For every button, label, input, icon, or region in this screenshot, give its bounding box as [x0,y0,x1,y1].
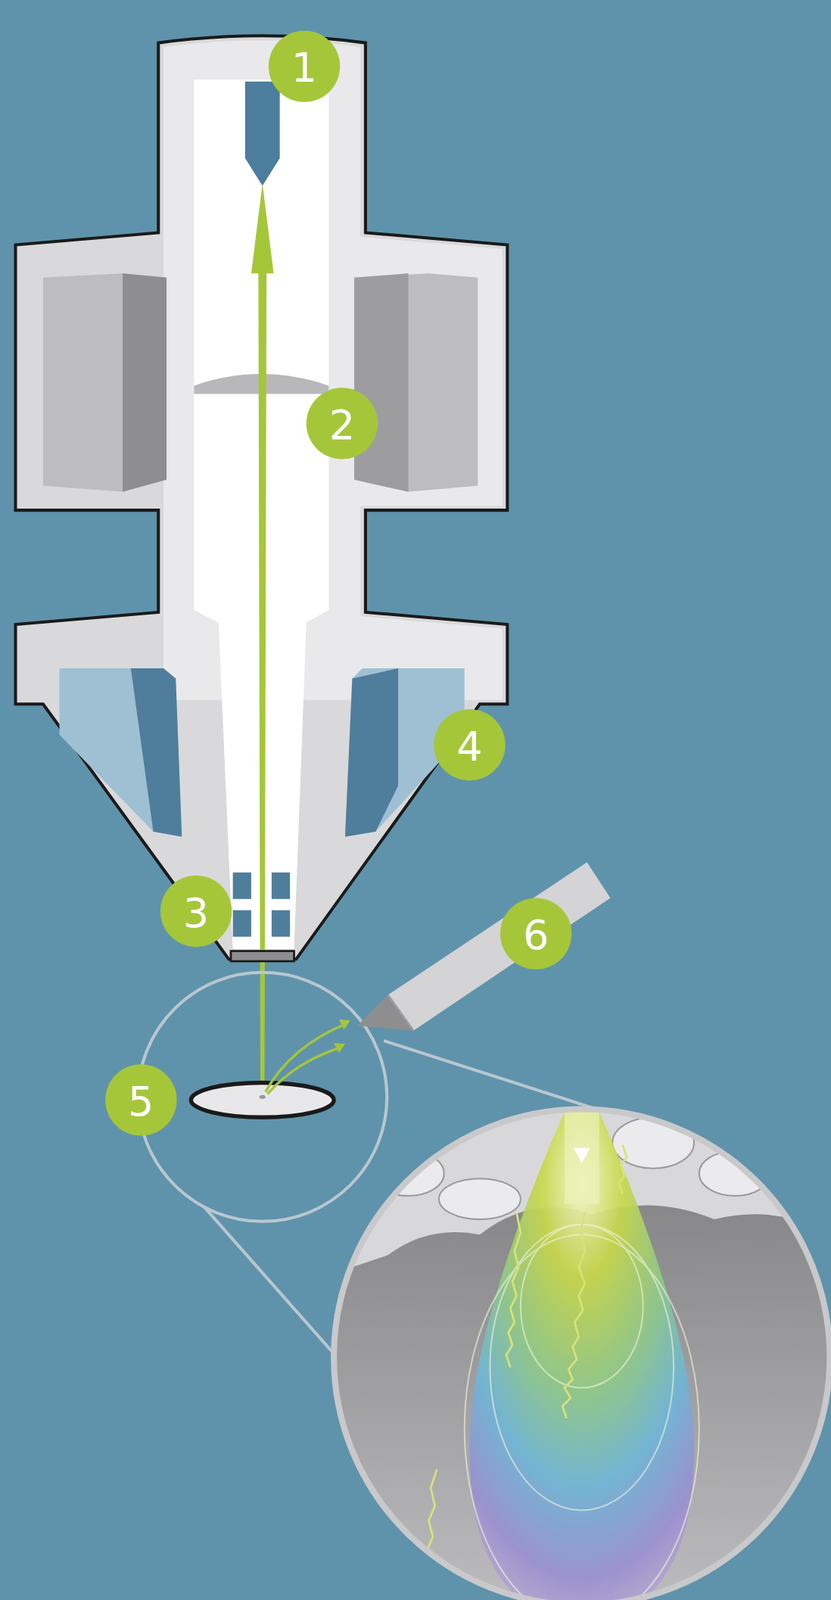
zoom-leader [204,1207,337,1357]
callout-number: 2 [306,389,378,461]
interaction-volume [326,1101,831,1600]
zoom-circle [333,1109,830,1600]
callout-circle [105,30,572,1136]
zoom-leader [383,1040,613,1115]
detector [357,862,611,1031]
sample-stub [190,1082,334,1118]
callout-number: 1 [268,32,340,104]
callout-number: 3 [160,877,232,950]
callout-number: 6 [500,899,572,972]
callout-number: 5 [105,1066,177,1138]
scan-coil [233,872,291,937]
signal-arrow [265,1023,348,1094]
callout-number: 4 [433,711,505,783]
electron-gun [245,81,281,187]
